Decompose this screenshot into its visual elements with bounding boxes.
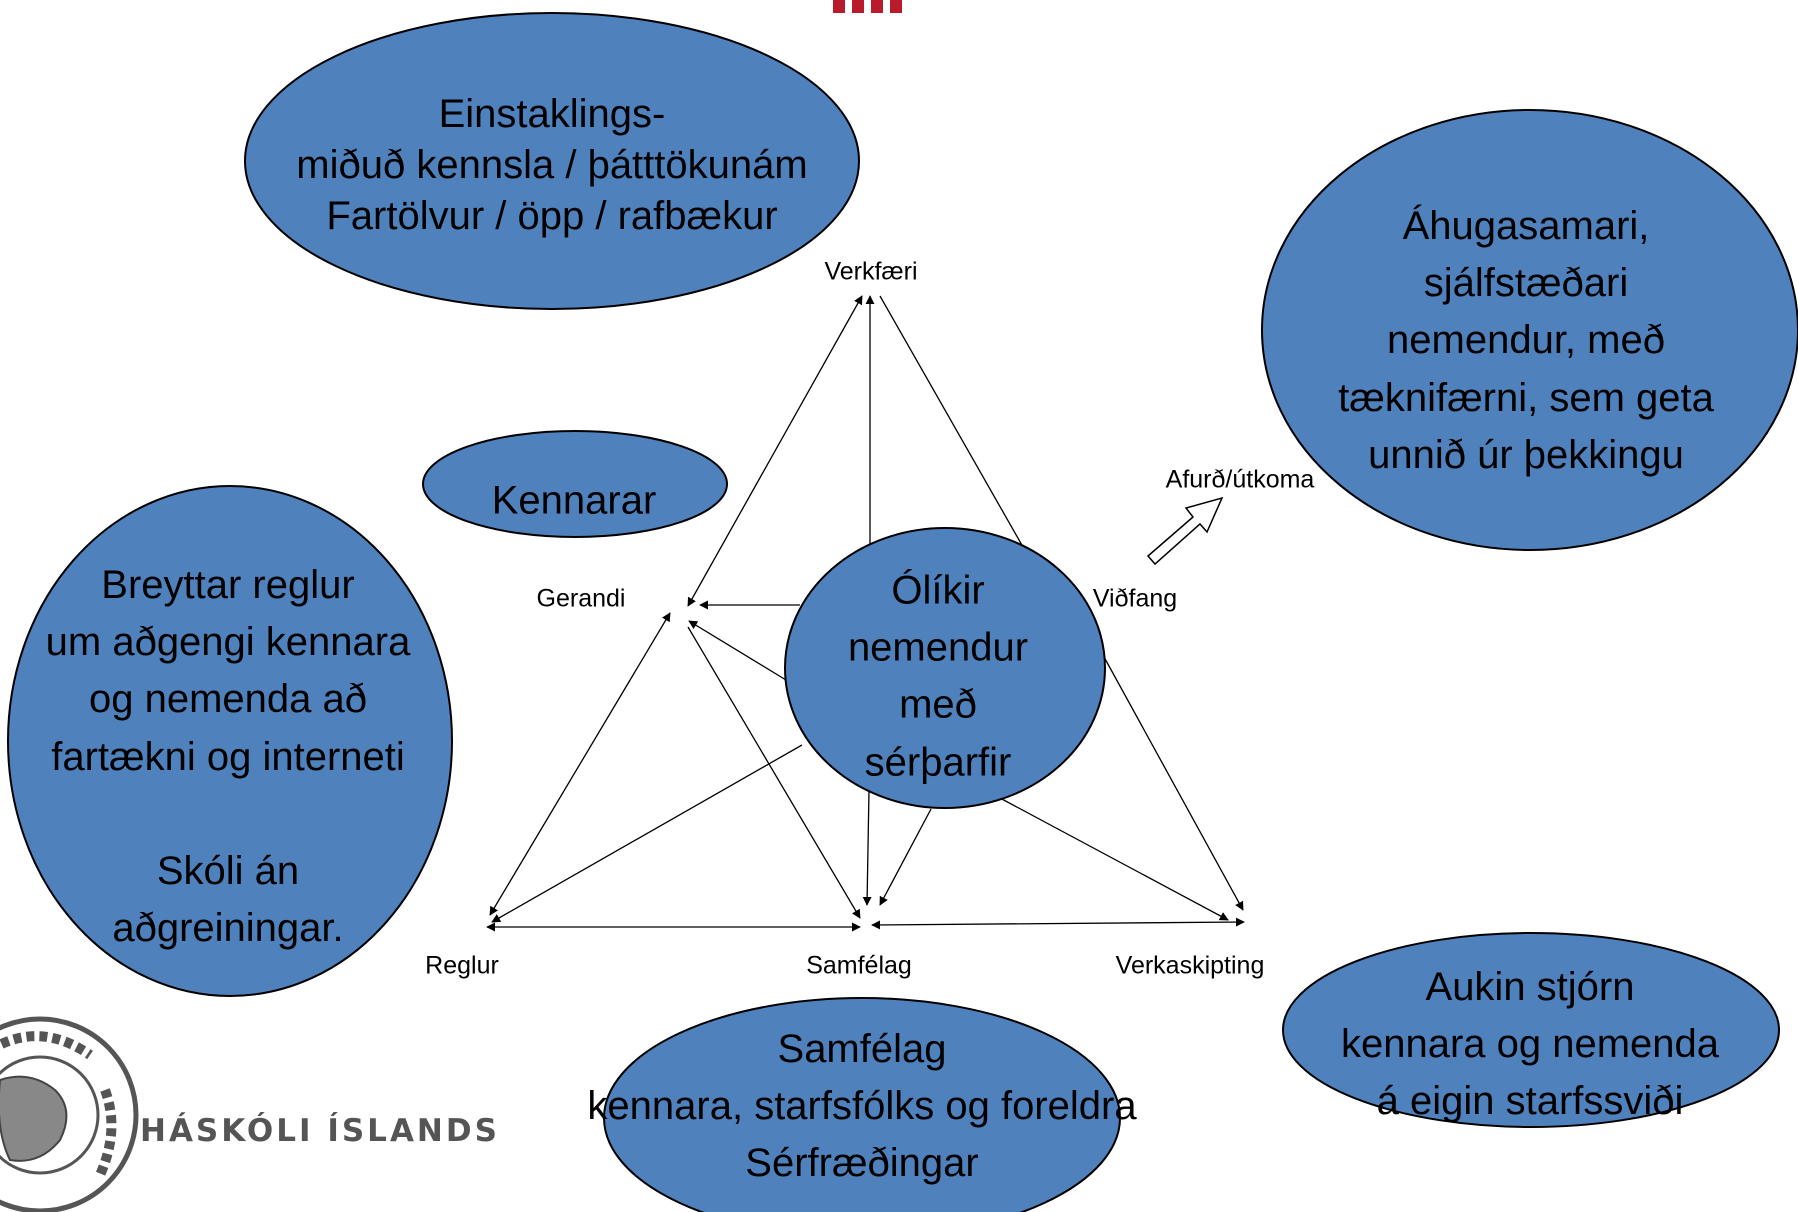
line-center-verkaskipting — [999, 797, 1229, 921]
ellipse-kennarar — [422, 430, 728, 538]
ellipse-left-text: Breyttar reglur um aðgengi kennara og ne… — [45, 562, 411, 950]
node-label-afurd: Afurð/útkoma — [1165, 465, 1315, 494]
line-gerandi-verkfaeri — [687, 295, 863, 607]
line-center-samfelag-diag — [879, 808, 932, 906]
node-label-verkfaeri: Verkfæri — [824, 257, 918, 286]
ellipse-right — [1261, 109, 1798, 551]
ellipse-center-text: Ólíkir nemendur með sérþarfir — [847, 568, 1029, 785]
ellipse-right-text: Áhugasamari, sjálfstæðari nemendur, með … — [1338, 204, 1714, 477]
line-gerandi-samfelag — [687, 626, 861, 919]
node-label-samfelag: Samfélag — [806, 951, 912, 980]
ellipse-center — [784, 527, 1106, 809]
node-label-reglur: Reglur — [425, 951, 499, 980]
university-seal-icon — [0, 1016, 139, 1212]
ellipse-bottom-text: Samfélag kennara, starfsfólks og foreldr… — [587, 1027, 1137, 1186]
line-vidfang-verkaskipting — [1097, 645, 1244, 911]
node-label-vidfang: Viðfang — [1092, 584, 1178, 613]
line-samfelag-verkaskipting — [871, 917, 1245, 930]
line-gerandi-reglur — [489, 612, 671, 916]
logo-text: HÁSKÓLI ÍSLANDS — [140, 1113, 500, 1149]
line-center-samfelag — [862, 789, 872, 906]
ellipse-bottom-right-text: Aukin stjórn kennara og nemenda á eigin … — [1340, 965, 1720, 1124]
node-label-verkaskipting: Verkaskipting — [1115, 951, 1265, 980]
ellipse-left — [7, 485, 453, 997]
ellipse-bottom-right — [1282, 932, 1780, 1128]
ellipse-top-left — [244, 12, 860, 310]
node-label-gerandi: Gerandi — [536, 584, 626, 613]
line-verkfaeri-vidfang — [879, 295, 1032, 562]
line-center-reglur — [491, 744, 803, 923]
outcome-arrow-icon — [1146, 496, 1224, 566]
ellipse-bottom — [603, 997, 1121, 1212]
ellipse-top-left-text: Einstaklings- miðuð kennsla / þátttökuná… — [296, 91, 808, 238]
ellipse-kennarar-text: Kennarar — [491, 478, 657, 523]
top-logo-mark — [833, 0, 902, 13]
triangle-lines — [486, 295, 1245, 932]
line-center-gerandi-diag — [688, 620, 787, 681]
